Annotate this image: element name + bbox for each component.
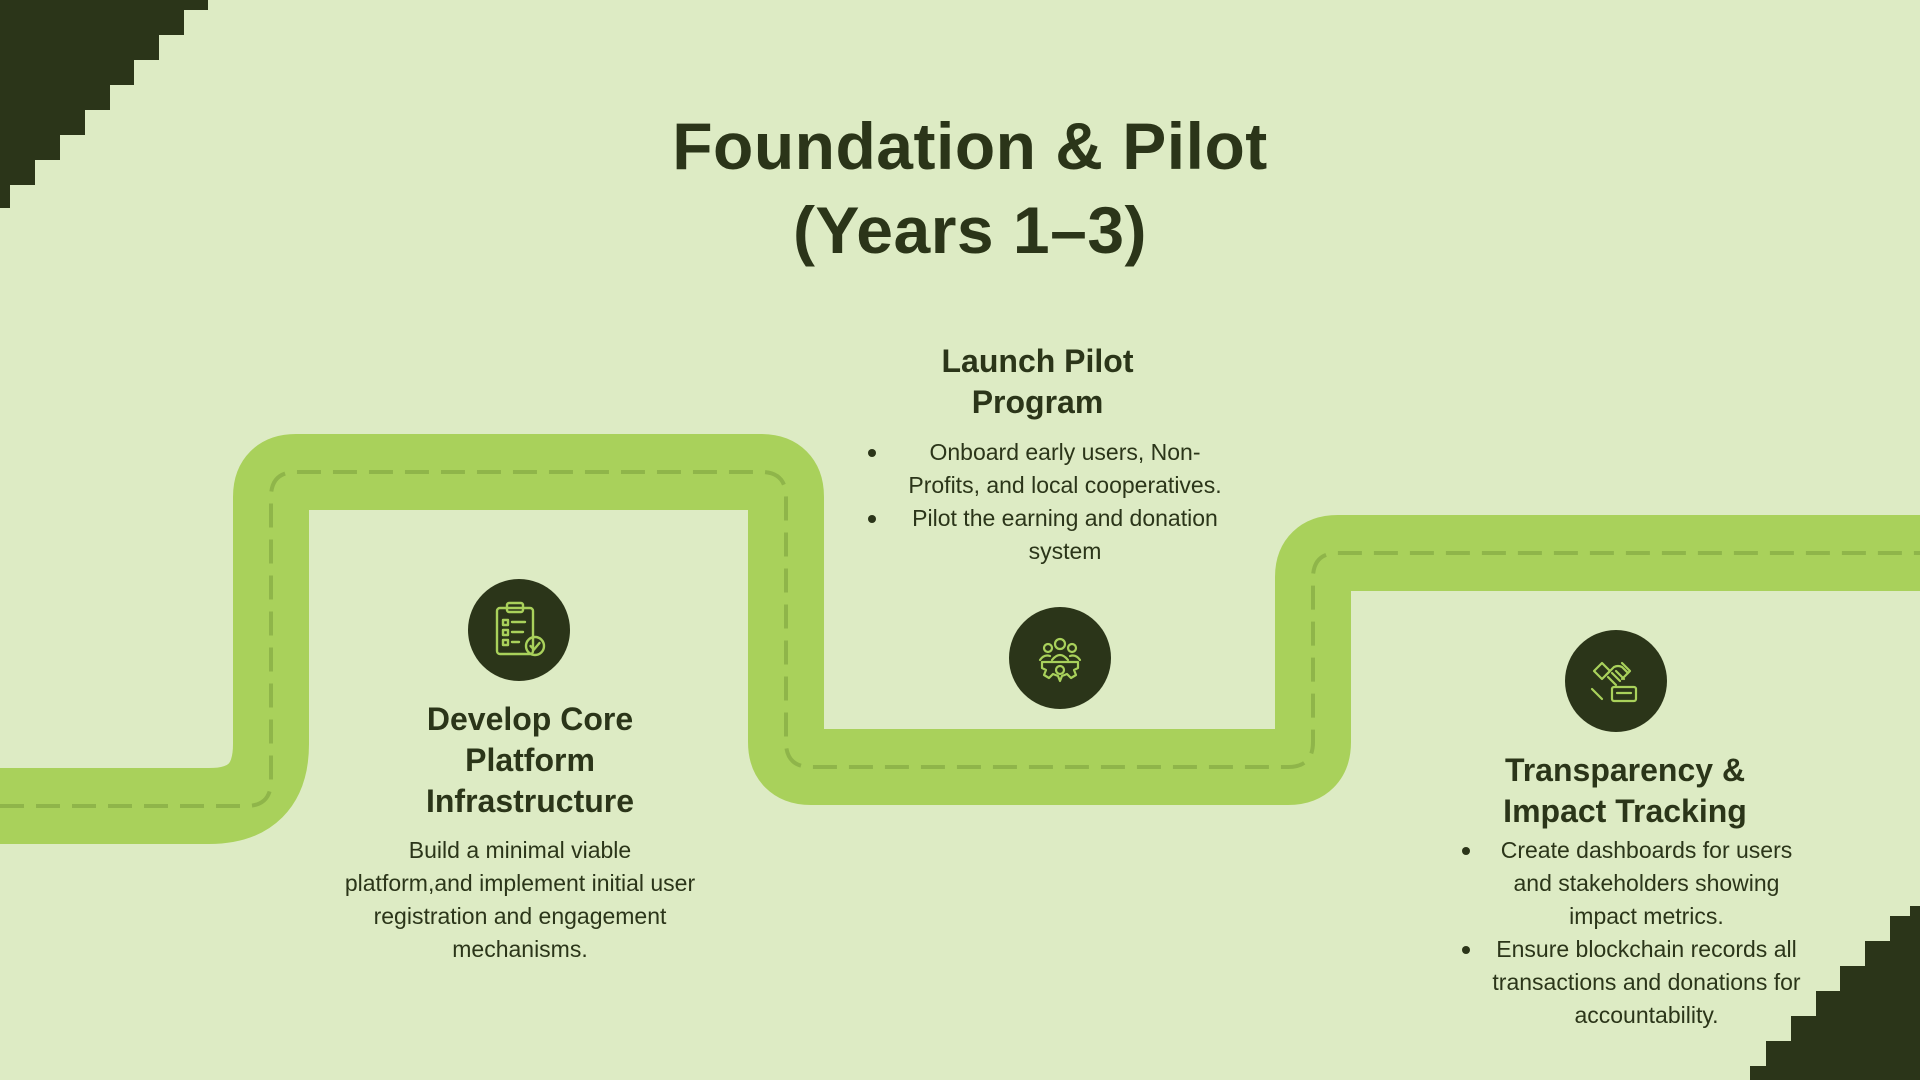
title-line-2: (Years 1–3) bbox=[792, 193, 1148, 267]
step-3-bullet-item: Create dashboards for users and stakehol… bbox=[1456, 834, 1801, 933]
timeline-path-dashes bbox=[0, 470, 1920, 808]
step-1-description: Build a minimal viable platform,and impl… bbox=[344, 837, 696, 962]
corner-staircase-top-left bbox=[0, 0, 208, 208]
step-2-bullet-list: Onboard early users, Non-Profits, and lo… bbox=[862, 436, 1232, 568]
step-2-heading-line: Program bbox=[971, 384, 1104, 420]
step-1-heading-line: Platform bbox=[465, 742, 595, 778]
step-2-bullet-item: Onboard early users, Non-Profits, and lo… bbox=[862, 436, 1232, 502]
step-1-heading-line: Infrastructure bbox=[425, 783, 635, 819]
step-3-heading: Transparency & Impact Tracking bbox=[1455, 750, 1795, 832]
handshake-document-icon bbox=[1590, 661, 1638, 703]
team-gear-icon bbox=[1038, 637, 1082, 683]
step-3-bullet-list: Create dashboards for users and stakehol… bbox=[1456, 834, 1801, 1032]
step-1-heading: Develop Core Platform Infrastructure bbox=[360, 699, 700, 822]
page-title: Foundation & Pilot (Years 1–3) bbox=[560, 104, 1380, 272]
step-2-icon-circle bbox=[1009, 607, 1111, 709]
step-1-heading-line: Develop Core bbox=[426, 701, 634, 737]
step-3-bullet-item: Ensure blockchain records all transactio… bbox=[1456, 933, 1801, 1032]
title-line-1: Foundation & Pilot bbox=[672, 109, 1268, 183]
step-3-icon-circle bbox=[1565, 630, 1667, 732]
step-2-heading: Launch Pilot Program bbox=[870, 341, 1205, 423]
step-2-bullet-item: Pilot the earning and donation system bbox=[862, 502, 1232, 568]
clipboard-checklist-icon bbox=[495, 601, 546, 657]
step-2-heading-line: Launch Pilot bbox=[941, 343, 1134, 379]
corner-staircase-bottom-right bbox=[1750, 906, 1920, 1080]
step-1-icon-circle bbox=[468, 579, 570, 681]
step-3-heading-line: Transparency & bbox=[1504, 752, 1746, 788]
step-3-heading-line: Impact Tracking bbox=[1503, 793, 1747, 829]
